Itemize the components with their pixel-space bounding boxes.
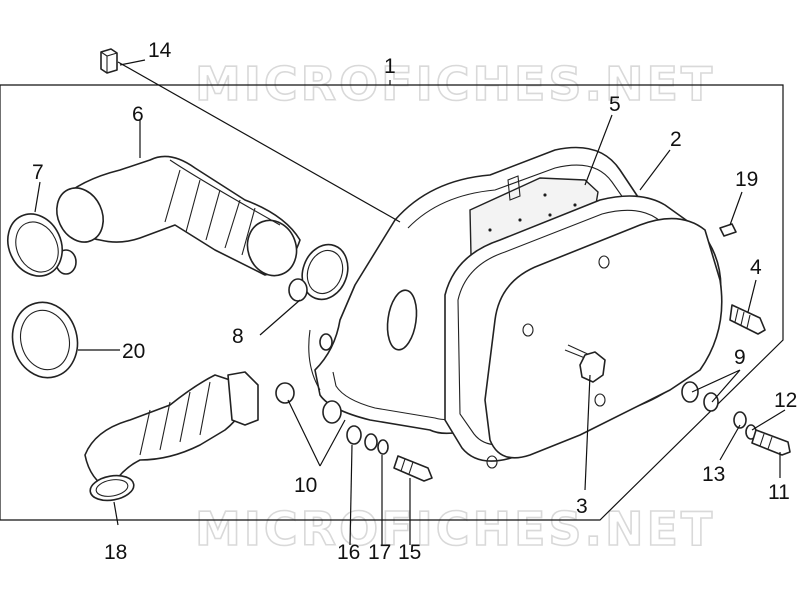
part-13-washer[interactable]	[733, 411, 747, 429]
label-3: 3	[576, 495, 588, 518]
label-18: 18	[104, 541, 127, 564]
part-11-bolt[interactable]	[751, 429, 791, 456]
part-8-clamp[interactable]	[288, 238, 355, 306]
label-17: 17	[368, 541, 391, 564]
label-14: 14	[148, 39, 172, 62]
label-15: 15	[398, 541, 421, 564]
label-10: 10	[294, 474, 317, 497]
label-7: 7	[32, 161, 44, 184]
part-20-seal-ring[interactable]	[4, 295, 85, 385]
label-11: 11	[768, 481, 790, 504]
label-6: 6	[132, 103, 144, 126]
part-9-grommets[interactable]	[681, 381, 719, 412]
label-16: 16	[337, 541, 360, 564]
label-4: 4	[750, 256, 762, 279]
label-13: 13	[702, 463, 725, 486]
watermark-bottom: MICROFICHES.NET	[195, 502, 715, 556]
assembly-frame	[0, 84, 784, 521]
label-9: 9	[734, 346, 746, 369]
part-3-cover[interactable]	[484, 217, 723, 469]
watermark-top: MICROFICHES.NET	[195, 57, 715, 111]
part-7-clamp[interactable]	[0, 205, 72, 285]
part-14-clip[interactable]	[100, 48, 118, 74]
leader-lines	[34, 59, 786, 546]
part-19-pin[interactable]	[719, 223, 737, 237]
label-5: 5	[609, 93, 621, 116]
label-8: 8	[232, 325, 244, 348]
label-2: 2	[670, 128, 682, 151]
part-10-grommets[interactable]	[275, 382, 342, 424]
label-12: 12	[774, 389, 797, 412]
part-16-spacer[interactable]	[346, 425, 362, 445]
part-4-screw[interactable]	[729, 304, 766, 335]
label-1: 1	[384, 55, 396, 78]
label-19: 19	[735, 168, 758, 191]
part-18-lower-duct[interactable]	[84, 371, 259, 504]
part-17-washer[interactable]	[364, 433, 389, 455]
part-6-intake-duct[interactable]	[48, 155, 304, 282]
part-15-bolt[interactable]	[393, 455, 433, 482]
label-20: 20	[122, 340, 145, 363]
